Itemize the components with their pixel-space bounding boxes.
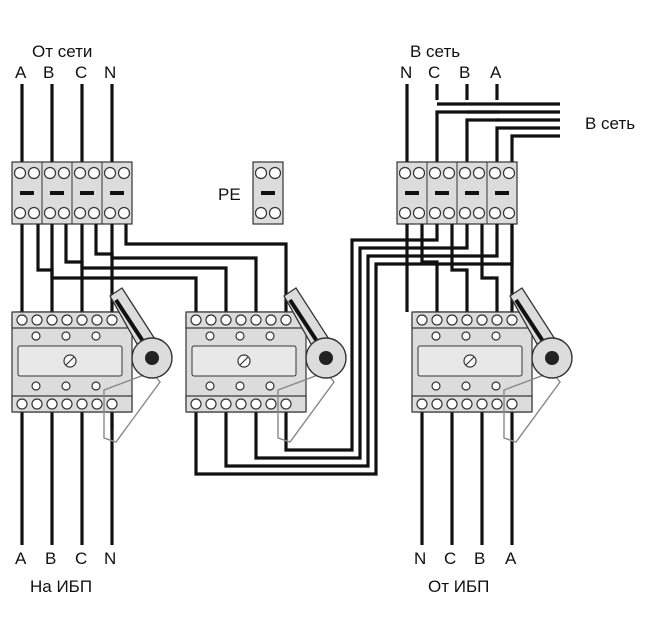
changeover-switch-middle — [184, 286, 348, 444]
phase-label-bottom-left-N: N — [104, 549, 116, 568]
title-to-grid-top: В сеть — [410, 42, 460, 61]
phase-label-bottom-left-B: B — [45, 549, 56, 568]
output-wires-right — [405, 84, 560, 162]
phase-label-top-left-A: A — [15, 63, 27, 82]
title-to-grid-side: В сеть — [585, 114, 635, 133]
phase-label-top-right-A: A — [490, 63, 502, 82]
phase-label-top-left-B: B — [43, 63, 54, 82]
phase-label-bottom-right-C: C — [444, 549, 456, 568]
interconnect-wires — [20, 224, 514, 545]
terminal-block-output — [396, 161, 518, 225]
phase-label-bottom-right-N: N — [414, 549, 426, 568]
phase-label-bottom-left-A: A — [15, 549, 27, 568]
title-from-ups: От ИБП — [428, 577, 489, 596]
title-from-grid: От сети — [32, 42, 92, 61]
title-to-ups: На ИБП — [30, 577, 92, 596]
phase-label-top-right-N: N — [400, 63, 412, 82]
phase-label-bottom-left-C: C — [75, 549, 87, 568]
phase-label-bottom-right-A: A — [505, 549, 517, 568]
terminal-block-pe — [252, 161, 284, 225]
pe-label: PE — [218, 185, 241, 204]
phase-label-top-left-C: C — [75, 63, 87, 82]
phase-label-bottom-right-B: B — [474, 549, 485, 568]
phase-label-top-left-N: N — [104, 63, 116, 82]
changeover-switch-left — [10, 286, 174, 444]
phase-label-top-right-B: B — [459, 63, 470, 82]
phase-label-top-right-C: C — [428, 63, 440, 82]
input-wires-left — [20, 84, 114, 162]
terminal-block-input — [11, 161, 133, 225]
